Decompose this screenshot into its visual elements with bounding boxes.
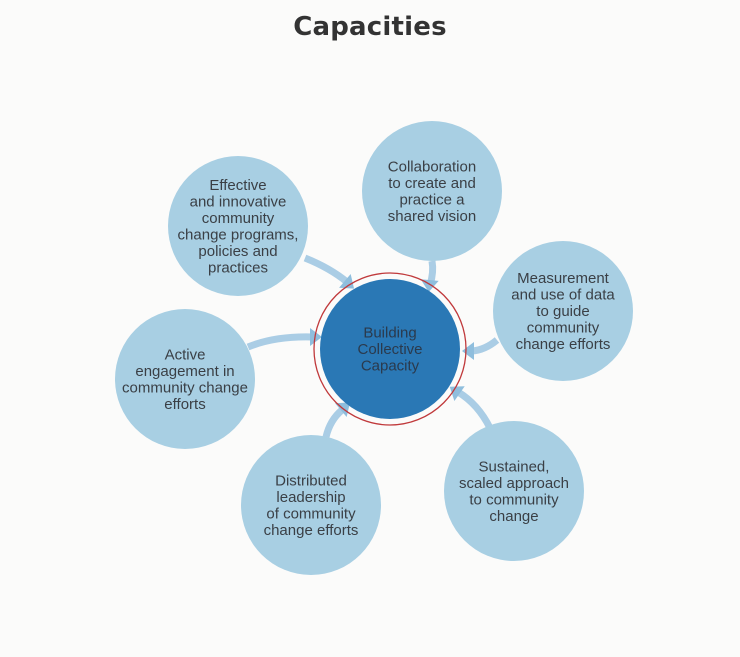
node-circle-active [115,309,255,449]
arrow-shaft-distributed [322,407,345,438]
node-circle-distributed [241,435,381,575]
center-label-line: Capacity [361,358,420,375]
center-ring [313,272,467,426]
node-label-line: to community [469,491,559,508]
center-label-line: Collective [357,341,422,358]
node-label-line: shared vision [388,208,476,225]
node-label-line: practice a [399,191,465,208]
node-circle-collaboration [362,121,502,261]
node-label-line: and use of data [511,287,615,304]
node-label-line: change [489,508,538,525]
node-label-line: policies and [198,243,277,260]
arrow-head-active [310,328,322,346]
center-label-line: Building [363,325,416,342]
node-label-line: Active [165,346,206,363]
node-label-line: change efforts [516,336,611,353]
node-label-line: Distributed [275,472,347,489]
node-circle-effective [168,156,308,296]
arrow-shaft-effective [303,254,350,285]
node-label-line: efforts [164,396,205,413]
arrow-shaft-measurement [471,337,500,355]
arrow-shaft-sustained [456,388,494,430]
node-circle-measurement [493,241,633,381]
node-label-line: leadership [276,489,345,506]
node-circle-sustained [444,421,584,561]
node-label-line: practices [208,259,268,276]
center-circle [320,279,460,419]
node-label-line: engagement in [135,363,234,380]
node-label-line: change efforts [264,522,359,539]
arrow-head-distributed [335,402,351,418]
node-label-line: to create and [388,175,476,192]
node-label-line: Sustained, [479,458,550,475]
arrow-head-effective [339,273,355,289]
node-label-line: and innovative [190,193,287,210]
node-label-line: of community [266,505,356,522]
node-label-line: community change [122,379,248,396]
arrows-layer [246,254,500,438]
node-label-line: Effective [209,177,266,194]
node-label-line: Collaboration [388,158,476,175]
node-label-line: scaled approach [459,475,569,492]
diagram-title: Capacities [293,12,447,42]
node-label-line: change programs, [178,226,299,243]
arrow-shaft-active [246,333,313,351]
node-label-line: community [202,210,275,227]
node-label-line: to guide [536,303,589,320]
node-label-line: community [527,320,600,337]
arrow-head-measurement [462,342,474,360]
arrow-head-collaboration [420,279,439,292]
node-label-line: Measurement [517,270,610,287]
